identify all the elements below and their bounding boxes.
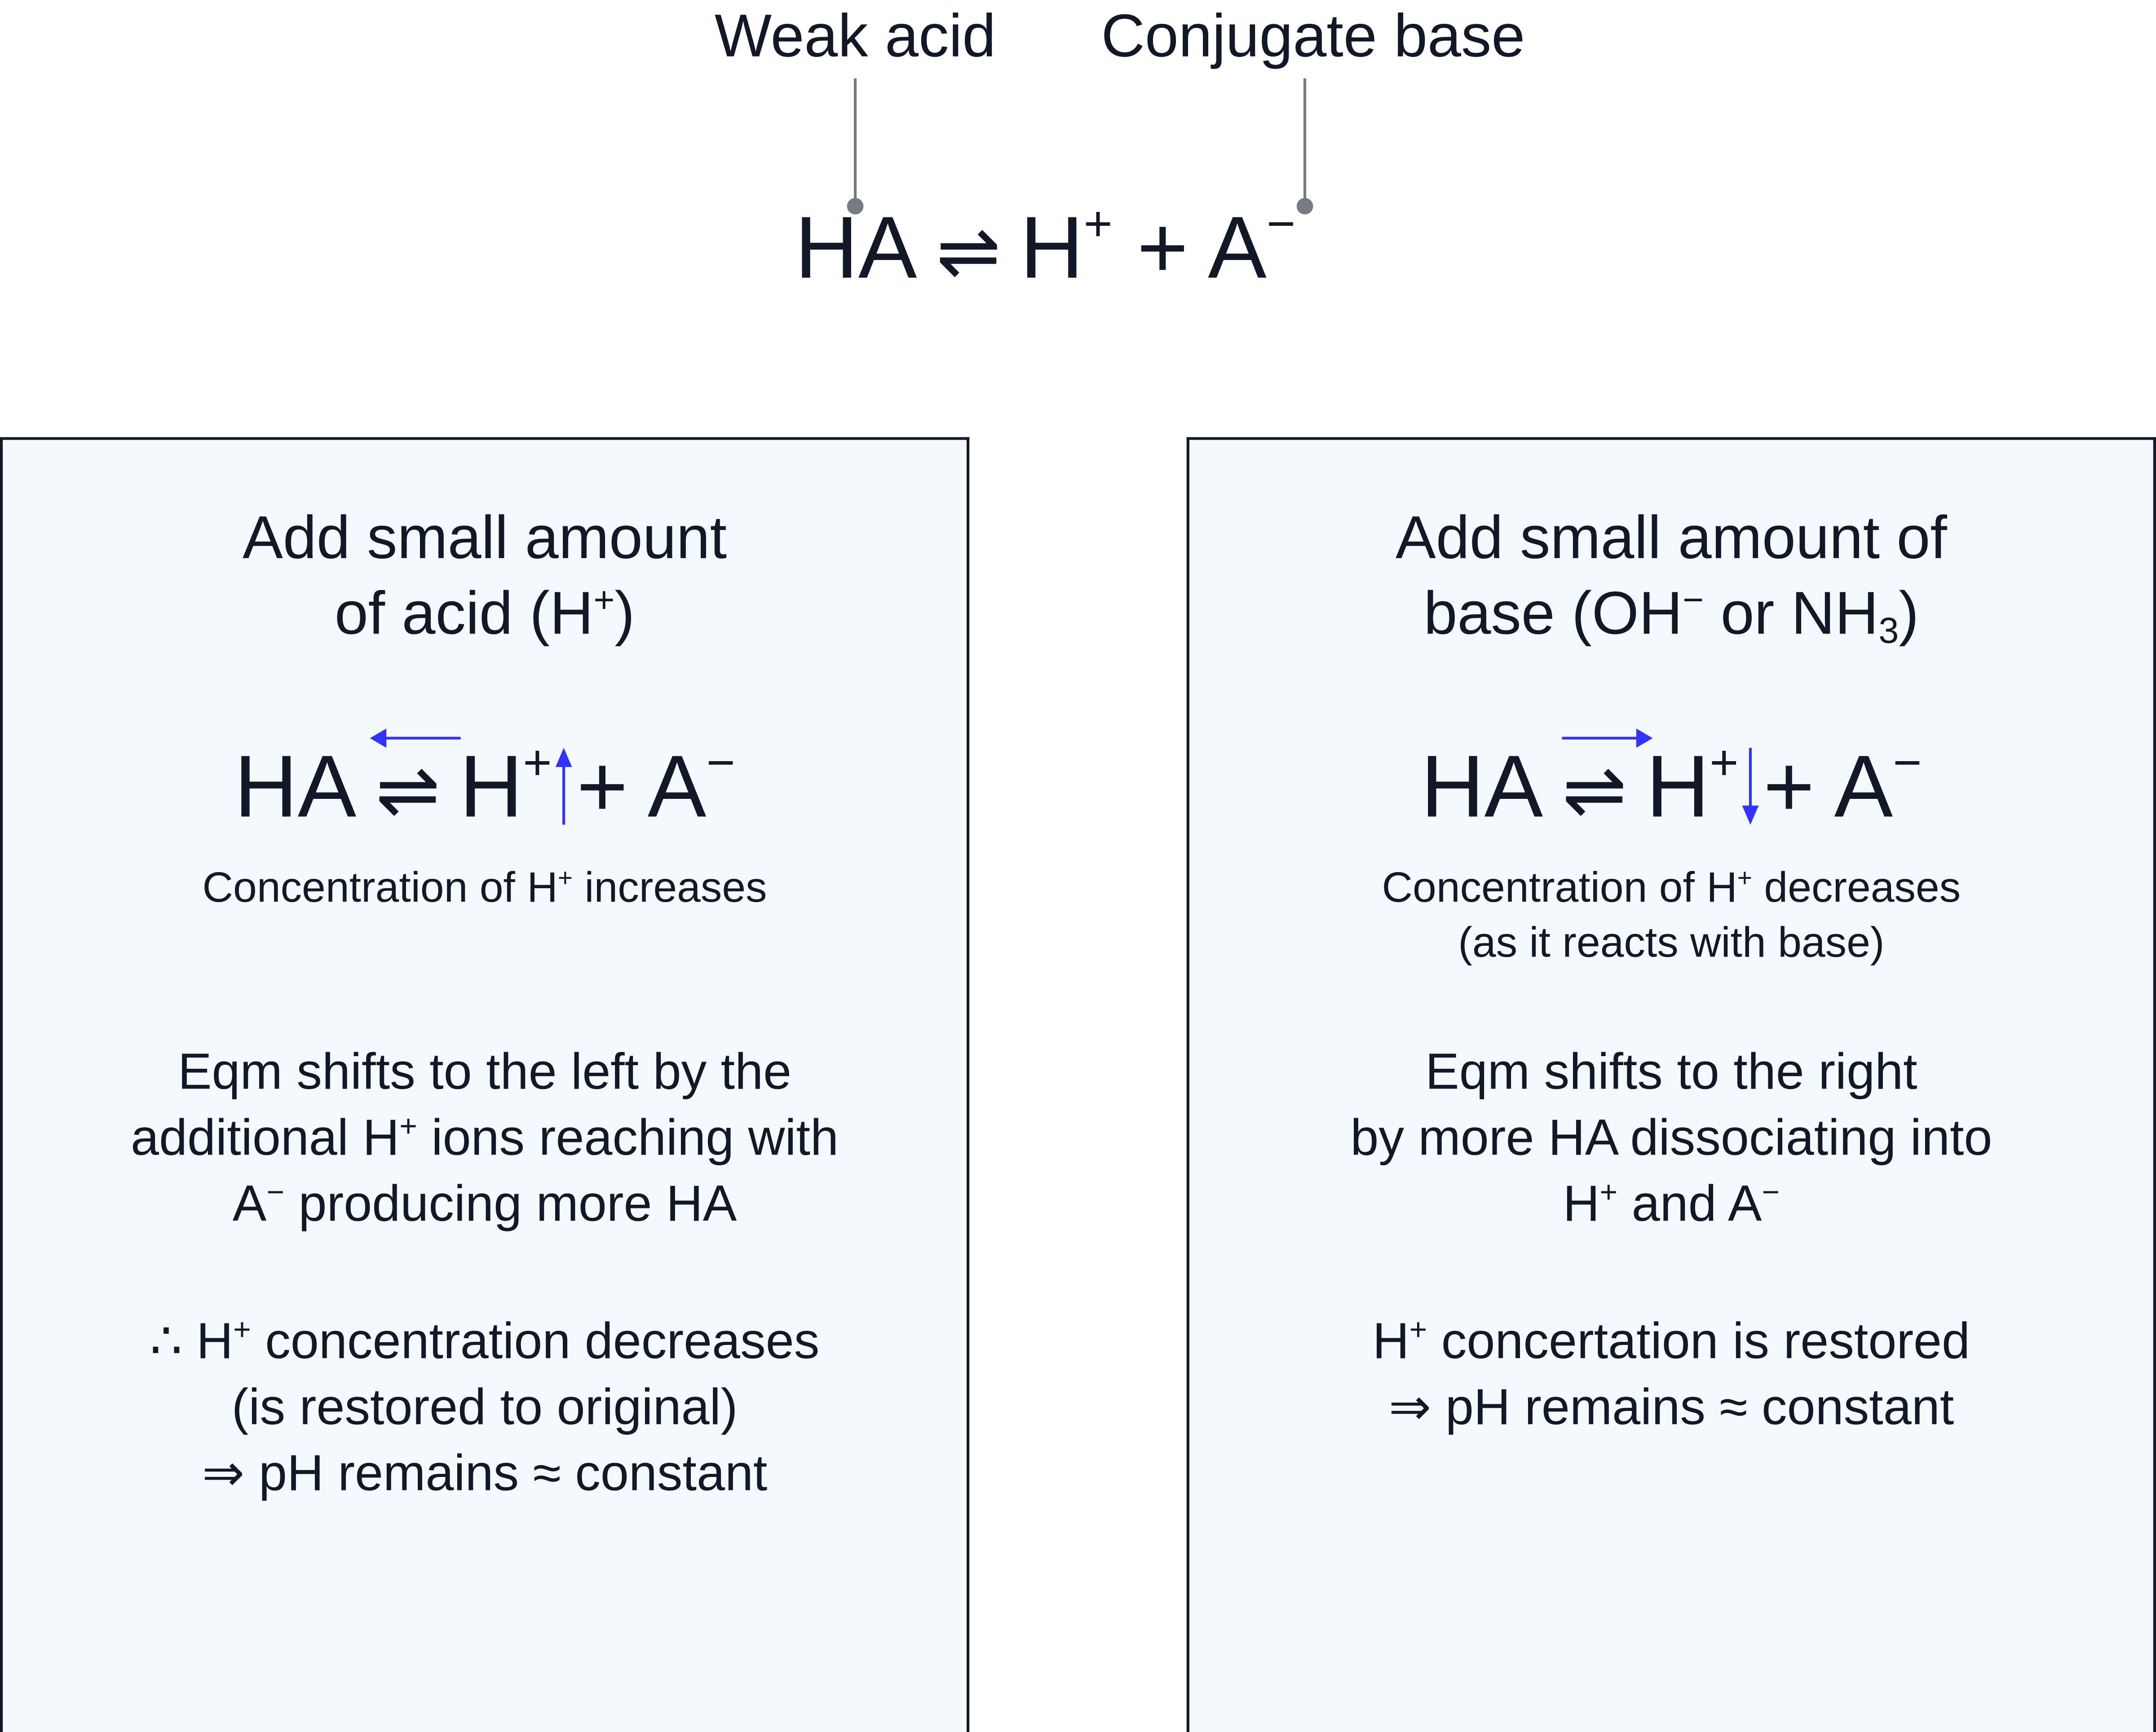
line: Eqm shifts to the right xyxy=(1425,1043,1917,1100)
leader-line-weak-acid xyxy=(854,78,857,207)
reactant-ha: HA xyxy=(795,198,917,297)
sup: + xyxy=(1737,863,1753,892)
line: Eqm shifts to the left by the xyxy=(177,1043,792,1100)
panel-add-base: Add small amount of base (OH− or NH3) HA… xyxy=(1186,437,2156,1732)
sup: + xyxy=(1599,1175,1618,1209)
text: ions reaching with xyxy=(417,1109,839,1166)
product-h: H xyxy=(1646,736,1710,836)
reactant-ha: HA xyxy=(1421,736,1543,836)
label-conjugate-base: Conjugate base xyxy=(1101,3,1525,71)
arrow-glyph: ⇌ xyxy=(1562,746,1627,836)
line: (as it reacts with base) xyxy=(1458,918,1885,967)
shift-equation: HA⇌H++ A− xyxy=(234,728,735,836)
text: producing more HA xyxy=(284,1175,737,1232)
equation-row: HA⇌H++ A− xyxy=(3,728,967,830)
concentration-note: Concentration of H+ decreases (as it rea… xyxy=(1189,860,2153,970)
panel-title: Add small amount of base (OH− or NH3) xyxy=(1189,500,2153,652)
equilibrium-arrow: ⇌ xyxy=(1562,728,1653,830)
shift-right-arrow-icon xyxy=(1562,728,1653,748)
plus-sign: + xyxy=(576,736,628,836)
text: ) xyxy=(614,580,635,648)
leader-dot-weak-acid xyxy=(847,198,864,215)
text: base (OH xyxy=(1423,580,1683,648)
main-equation: HA⇌H+ + A− xyxy=(795,198,1295,297)
text: or NH xyxy=(1704,580,1879,648)
text: concentration decreases xyxy=(251,1313,820,1369)
text: concertation is restored xyxy=(1427,1313,1970,1369)
text: additional H xyxy=(131,1109,400,1166)
increase-up-arrow-icon xyxy=(556,748,573,825)
shift-left-arrow-icon xyxy=(370,728,461,748)
charge-minus: − xyxy=(1893,734,1922,791)
sup: − xyxy=(266,1175,285,1209)
label-weak-acid: Weak acid xyxy=(714,3,996,71)
text: H xyxy=(1563,1175,1600,1232)
leader-dot-conjugate-base xyxy=(1296,198,1313,215)
charge-plus: + xyxy=(1710,734,1739,791)
plus-sign: + xyxy=(1137,198,1188,297)
equation-row: HA⇌H++ A− xyxy=(1189,728,2153,830)
title-line: Add small amount of xyxy=(1395,504,1947,572)
line: ⇒ pH remains ≈ constant xyxy=(202,1445,768,1501)
line: additional H+ ions reaching with xyxy=(3,1105,967,1171)
sup: + xyxy=(593,579,615,621)
title-line: of acid (H+) xyxy=(3,576,967,652)
leader-line-conjugate-base xyxy=(1303,78,1307,207)
product-a: A xyxy=(647,736,707,836)
arrow-glyph: ⇌ xyxy=(376,746,440,836)
text: A xyxy=(232,1175,267,1232)
line: Concentration of H+ decreases xyxy=(1189,860,2153,915)
sub: 3 xyxy=(1878,609,1899,651)
shift-equation: HA⇌H++ A− xyxy=(1421,728,1922,836)
plus-sign: + xyxy=(1763,736,1815,836)
conclusion-paragraph: ∴ H+ concentration decreases (is restore… xyxy=(3,1309,967,1507)
title-line: base (OH− or NH3) xyxy=(1189,576,2153,652)
charge-plus: + xyxy=(1083,195,1113,252)
charge-plus: + xyxy=(523,734,552,791)
conclusion-paragraph: H+ concertation is restored ⇒ pH remains… xyxy=(1189,1309,2153,1441)
concentration-note: Concentration of H+ increases xyxy=(3,860,967,915)
sup: − xyxy=(1683,579,1704,621)
line: H+ concertation is restored xyxy=(1189,1309,2153,1375)
panel-title: Add small amount of acid (H+) xyxy=(3,500,967,652)
line: H+ and A− xyxy=(1189,1171,2153,1237)
title-line: Add small amount xyxy=(243,504,727,572)
text: Concentration of H xyxy=(1382,863,1737,912)
text: and A xyxy=(1617,1175,1762,1232)
explanation-paragraph: Eqm shifts to the right by more HA disso… xyxy=(1189,1039,2153,1237)
line: A− producing more HA xyxy=(3,1171,967,1237)
text: Concentration of H xyxy=(202,863,558,912)
sup: + xyxy=(399,1109,417,1143)
product-a: A xyxy=(1208,198,1267,297)
text: ) xyxy=(1899,580,1919,648)
line: by more HA dissociating into xyxy=(1350,1109,1993,1166)
product-h: H xyxy=(459,736,523,836)
text: ∴ H xyxy=(150,1313,234,1369)
decrease-down-arrow-icon xyxy=(1742,748,1759,825)
sup: + xyxy=(233,1312,251,1347)
equilibrium-arrow: ⇌ xyxy=(936,207,1001,297)
line: ∴ H+ concentration decreases xyxy=(3,1309,967,1375)
product-h: H xyxy=(1020,198,1084,297)
text: decreases xyxy=(1752,863,1961,912)
reactant-ha: HA xyxy=(234,736,357,836)
explanation-paragraph: Eqm shifts to the left by the additional… xyxy=(3,1039,967,1237)
text: H xyxy=(1372,1313,1409,1369)
panel-add-acid: Add small amount of acid (H+) HA⇌H++ A− … xyxy=(0,437,970,1732)
charge-minus: − xyxy=(1266,195,1296,252)
sup: + xyxy=(1409,1312,1427,1347)
product-a: A xyxy=(1834,736,1893,836)
equilibrium-arrow: ⇌ xyxy=(370,728,461,830)
text: increases xyxy=(573,863,767,912)
line: (is restored to original) xyxy=(231,1379,738,1435)
sup: − xyxy=(1762,1175,1780,1209)
sup: + xyxy=(557,863,573,892)
line: ⇒ pH remains ≈ constant xyxy=(1388,1379,1954,1435)
charge-minus: − xyxy=(706,734,735,791)
text: of acid (H xyxy=(334,580,594,648)
